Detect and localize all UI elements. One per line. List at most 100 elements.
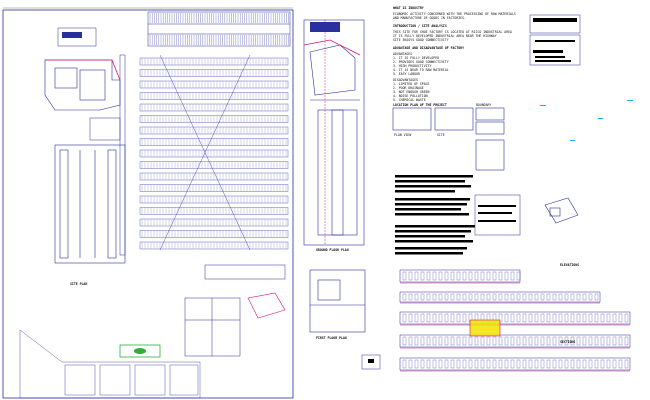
elevation-window	[480, 271, 485, 281]
elevation-window	[462, 359, 467, 369]
elevation-window	[474, 359, 479, 369]
elevation-window	[528, 293, 533, 301]
elevation-window	[606, 336, 611, 346]
notes-adv-3: 3. HIGH PRODUCTIVITY	[393, 64, 432, 68]
elevation-window	[438, 359, 443, 369]
elevation-window	[564, 336, 569, 346]
elevation-window	[570, 313, 575, 323]
elevation-window	[504, 293, 509, 301]
text-block	[395, 240, 473, 243]
elevation-window	[456, 293, 461, 301]
elevation-window	[444, 293, 449, 301]
elevation-window	[504, 313, 509, 323]
elevation-window	[486, 336, 491, 346]
elevation-window	[438, 336, 443, 346]
elevation-window	[498, 293, 503, 301]
notes-dis-1: 1. LIMITED OF SPACE	[393, 82, 430, 86]
elevation-window	[504, 336, 509, 346]
text-block	[395, 190, 455, 193]
notes-title: WHAT IS INDUSTRY	[393, 6, 424, 10]
notes-site-line-3: SITE ENJOYS GOOD CONNECTIVITY	[393, 38, 449, 42]
elevation-window	[516, 293, 521, 301]
elevation-window	[600, 313, 605, 323]
elevation-window	[612, 336, 617, 346]
notes-adv-2: 2. PROVIDES GOOD CONNECTIVITY	[393, 60, 449, 64]
notes-dis-3: 3. NOT ENOUGH GREEN	[393, 90, 430, 94]
text-blocks	[395, 40, 575, 255]
elevation-window	[516, 359, 521, 369]
notes-dis-4: 4. NOISE POLLUTION	[393, 94, 428, 98]
notes-adv-5: 5. EASY LABOUR	[393, 72, 420, 76]
elevation-window	[522, 336, 527, 346]
elevation-window	[450, 293, 455, 301]
caption-first-floor: FIRST FLOOR PLAN	[316, 336, 347, 340]
elevation-window	[450, 336, 455, 346]
elevation-window	[606, 313, 611, 323]
elevation-window	[564, 293, 569, 301]
notes-dis-5: 5. CHEMICAL WASTE	[393, 98, 426, 102]
elevation-window	[498, 313, 503, 323]
elevation-window	[624, 359, 629, 369]
elevation-window	[486, 359, 491, 369]
notes-intro: ECONOMIC ACTIVITY CONCERNED WITH THE PRO…	[393, 12, 516, 20]
elevation-window	[462, 293, 467, 301]
elevation-window	[426, 359, 431, 369]
elevation-window	[594, 359, 599, 369]
elevation-window	[558, 359, 563, 369]
elevation-window	[420, 293, 425, 301]
elevation-strip	[399, 357, 631, 371]
elevation-window	[468, 271, 473, 281]
text-block	[535, 56, 565, 58]
factory-ground-floor	[303, 19, 365, 246]
notes-adv-1: 1. IT IS FULLY DEVELOPED	[393, 56, 440, 60]
location-plans	[392, 107, 505, 171]
elevation-window	[456, 271, 461, 281]
elevation-window	[444, 336, 449, 346]
elevation-window	[480, 293, 485, 301]
elevation-window	[522, 359, 527, 369]
elevation-window	[552, 336, 557, 346]
elevation-window	[570, 336, 575, 346]
elevation-window	[534, 336, 539, 346]
elevation-window	[576, 359, 581, 369]
elevation-window	[444, 313, 449, 323]
elevation-window	[426, 293, 431, 301]
elevation-window	[528, 359, 533, 369]
elevation-window	[408, 313, 413, 323]
text-block	[395, 252, 463, 255]
elevation-window	[558, 336, 563, 346]
canteen-detail	[247, 292, 286, 319]
elevation-window	[438, 271, 443, 281]
elevation-window	[480, 359, 485, 369]
parking-diagonals	[159, 54, 251, 251]
text-block	[395, 180, 465, 183]
elevation-window	[492, 336, 497, 346]
parking-rows	[139, 57, 289, 250]
loc-col-site: SITE	[437, 133, 445, 137]
elevation-window	[546, 313, 551, 323]
elevation-window	[582, 359, 587, 369]
elevation-window	[594, 336, 599, 346]
elevation-window	[600, 359, 605, 369]
bottom-parking	[19, 329, 201, 399]
cyan-markers	[540, 100, 633, 141]
elevation-window	[558, 293, 563, 301]
elevation-window	[498, 336, 503, 346]
elevation-window	[426, 271, 431, 281]
road-strip	[119, 54, 126, 256]
elevation-window	[534, 313, 539, 323]
elevation-window	[450, 271, 455, 281]
elevation-window	[516, 271, 521, 281]
elevation-window	[414, 359, 419, 369]
elevation-window	[420, 359, 425, 369]
elevation-window	[432, 271, 437, 281]
elevation-window	[540, 313, 545, 323]
elevation-window	[474, 293, 479, 301]
elevation-window	[552, 313, 557, 323]
loc-col-boundary: BOUNDARY	[476, 103, 492, 107]
elevation-window	[492, 359, 497, 369]
text-block	[395, 225, 475, 228]
elevation-window	[408, 271, 413, 281]
text-block	[395, 203, 467, 206]
guard-block	[57, 27, 97, 47]
